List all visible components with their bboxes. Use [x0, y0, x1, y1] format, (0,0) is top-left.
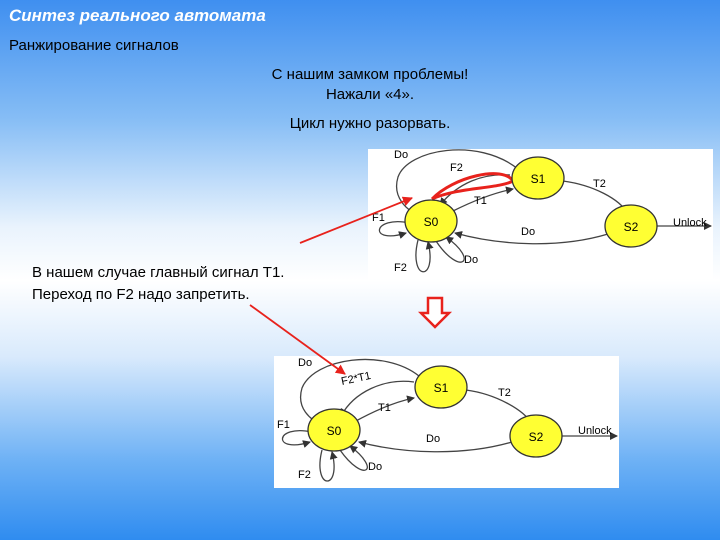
label-do-mid: Do [426, 433, 440, 445]
state-s1-label: S1 [434, 381, 449, 395]
label-do-top: Do [298, 357, 312, 369]
state-s2 [509, 414, 563, 458]
edge-s2-s0-do [358, 439, 513, 453]
problem-line-1: С нашим замком проблемы! [271, 66, 469, 83]
state-s2 [604, 204, 658, 248]
state-s1-label: S1 [531, 172, 546, 186]
problem-text: С нашим замком проблемы! Нажали «4». [200, 65, 540, 105]
label-t1: T1 [378, 402, 391, 414]
loop-f2 [319, 449, 338, 482]
cycle-highlight [430, 172, 515, 201]
edge-do-top [299, 358, 420, 427]
state-s2-label: S2 [624, 220, 639, 234]
label-f2-loop: F2 [394, 262, 407, 274]
state-diagram-fixed-svg: S0 S1 S2 Do F2*T1 T1 T2 F1 Unlock Do F2 … [277, 357, 618, 482]
loop-f1 [378, 221, 411, 239]
note-line-2: Переход по F2 надо запретить. [32, 286, 250, 303]
pointer-arrow-top [299, 196, 413, 244]
label-t2: T2 [498, 387, 511, 399]
state-s2-label: S2 [529, 430, 544, 444]
label-unlock: Unlock [578, 425, 612, 437]
label-unlock: Unlock [673, 217, 707, 229]
state-diagram-original-svg: S0 S1 S2 Do F2 T1 T2 F1 Unlock Do F2 Do [372, 149, 712, 274]
edge-s1-s0-f2t1 [340, 380, 415, 417]
pointer-arrow-bottom [249, 304, 346, 375]
explanation-note: В нашем случае главный сигнал Т1. Перехо… [32, 262, 284, 306]
down-arrow-icon [417, 296, 453, 329]
state-s1 [414, 365, 468, 409]
label-t1: T1 [474, 195, 487, 207]
loop-do [435, 236, 465, 263]
state-diagram-fixed: S0 S1 S2 Do F2*T1 T1 T2 F1 Unlock Do F2 … [274, 356, 619, 488]
label-do-mid: Do [521, 226, 535, 238]
label-t2: T2 [593, 178, 606, 190]
edge-s0-s1-t1 [353, 395, 415, 423]
state-s1 [511, 156, 565, 200]
slide-title: Синтез реального автомата [9, 6, 266, 25]
loop-f2 [415, 239, 434, 273]
state-s0-label: S0 [424, 215, 439, 229]
edge-s2-s0-do [454, 231, 609, 245]
edge-do-top [396, 149, 519, 219]
loop-do [339, 445, 368, 471]
state-diagram-original: S0 S1 S2 Do F2 T1 T2 F1 Unlock Do F2 Do [368, 149, 713, 279]
label-f1: F1 [372, 212, 385, 224]
label-f1: F1 [277, 419, 290, 431]
state-s0-label: S0 [327, 424, 342, 438]
slide-subtitle: Ранжирование сигналов [9, 37, 179, 54]
edge-s0-s1-t1 [452, 186, 514, 212]
label-f2: F2 [450, 162, 463, 174]
problem-line-2: Нажали «4». [325, 86, 415, 103]
cycle-text: Цикл нужно разорвать. [289, 115, 451, 132]
label-do-loop: Do [368, 461, 382, 473]
label-do-loop: Do [464, 254, 478, 266]
state-s0 [404, 199, 458, 243]
loop-f1 [281, 430, 313, 448]
label-do-top: Do [394, 149, 408, 161]
note-line-1: В нашем случае главный сигнал Т1. [32, 264, 285, 281]
label-f2-loop: F2 [298, 469, 311, 481]
state-s0 [307, 408, 361, 452]
